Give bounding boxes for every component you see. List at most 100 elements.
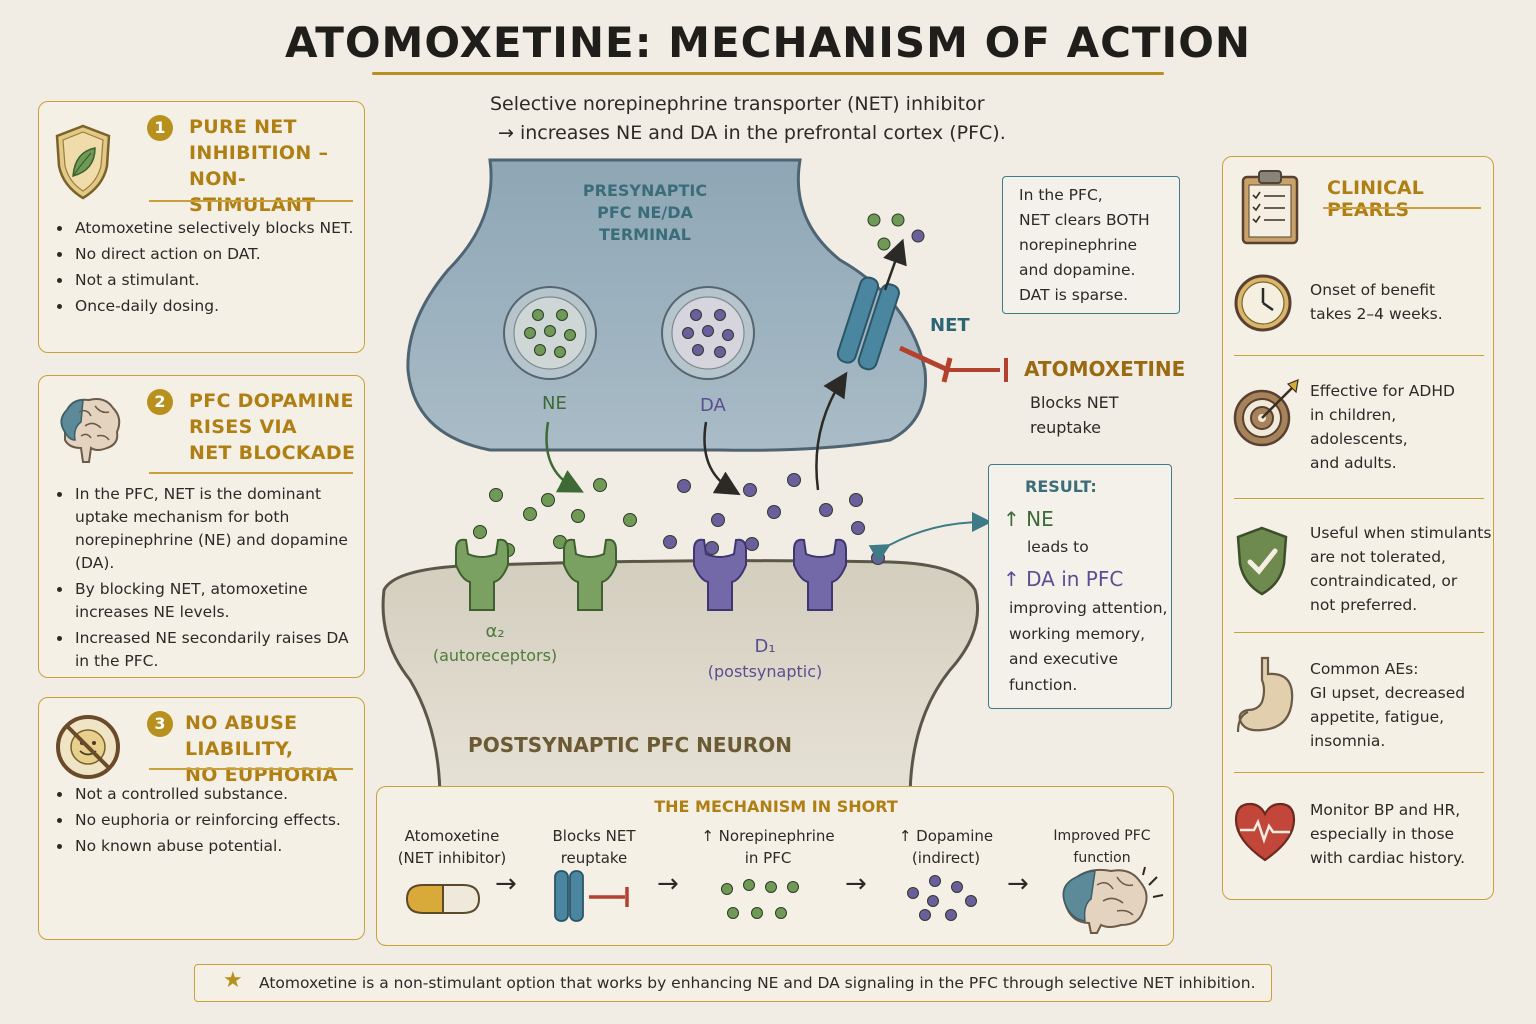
arrow-right-icon: → [1007, 869, 1029, 899]
ne-molecule [877, 237, 891, 251]
list-item: By blocking NET, atomoxetine increases N… [73, 578, 363, 624]
clock-icon [1234, 274, 1292, 332]
result-connector-arrow [868, 512, 992, 563]
reuptake-arrow [815, 371, 848, 491]
list-item: Not a stimulant. [73, 269, 363, 292]
ne-molecule [727, 907, 739, 919]
ne-molecule [775, 907, 787, 919]
step-3-label: ↑ Norepinephrine in PFC [701, 827, 835, 867]
da-label: DA [700, 395, 726, 416]
arrow-right-icon: → [495, 869, 517, 899]
ne-molecule [556, 309, 568, 321]
ne-molecule [544, 325, 556, 337]
ne-molecule [721, 883, 733, 895]
da-molecule [714, 309, 726, 321]
result-heading: RESULT: [1025, 477, 1097, 496]
brain-icon [1062, 866, 1164, 934]
da-molecule [745, 537, 759, 551]
panel-pure-net-inhibition: 1 PURE NET INHIBITION – NON-STIMULANT At… [38, 101, 365, 353]
da-molecule [722, 329, 734, 341]
panel-2-bullets: In the PFC, NET is the dominant uptake m… [55, 483, 363, 676]
da-vesicle-molecules [682, 309, 734, 358]
list-item: Once-daily dosing. [73, 295, 363, 318]
pearl-use-case: Useful when stimulants are not tolerated… [1310, 524, 1492, 614]
panel-2-title: PFC DOPAMINE RISES VIA NET BLOCKADE [189, 390, 356, 464]
da-molecule [929, 875, 941, 887]
clipboard-icon [1241, 170, 1299, 245]
step-2-label: Blocks NET reuptake [552, 827, 636, 867]
clinical-pearls-title: CLINICAL PEARLS [1327, 177, 1424, 221]
step-5-label: Improved PFC function [1053, 828, 1151, 866]
da-molecule [663, 535, 677, 549]
panel-3-bullets: Not a controlled substance. No euphoria … [55, 783, 363, 861]
page-title: ATOMOXETINE: MECHANISM OF ACTION [284, 18, 1252, 67]
da-molecule [849, 493, 863, 507]
da-molecule [711, 513, 725, 527]
list-item: No euphoria or reinforcing effects. [73, 809, 363, 832]
ne-molecule [891, 213, 905, 227]
subtitle: Selective norepinephrine transporter (NE… [490, 90, 1090, 148]
result-da: ↑ DA in PFC [1003, 567, 1124, 591]
panel-1-title: PURE NET INHIBITION – NON-STIMULANT [189, 116, 329, 216]
alpha2-receptor [455, 538, 509, 611]
da-molecule [714, 346, 726, 358]
postsynaptic-neuron [381, 559, 980, 800]
panel-1-bullets: Atomoxetine selectively blocks NET. No d… [55, 217, 363, 321]
stomach-icon [1236, 656, 1294, 733]
ne-molecule [571, 509, 585, 523]
list-item: No known abuse potential. [73, 835, 363, 858]
panel-number-3: 3 [147, 711, 173, 737]
list-item: In the PFC, NET is the dominant uptake m… [73, 483, 363, 575]
da-molecule [690, 309, 702, 321]
da-release-arrow [703, 421, 741, 496]
da-molecules-icon [907, 875, 977, 921]
ne-molecule [534, 344, 546, 356]
star-icon: ★ [223, 968, 243, 993]
da-molecule [767, 505, 781, 519]
pfc-note-box: In the PFC, NET clears BOTH norepinephri… [1002, 176, 1180, 314]
d1-receptor [793, 538, 847, 611]
brain-icon [60, 398, 121, 463]
panel-3-divider [149, 768, 353, 770]
da-molecule [787, 473, 801, 487]
pearl-divider [1234, 498, 1484, 499]
footer-summary: ★ Atomoxetine is a non-stimulant option … [194, 964, 1272, 1002]
da-molecule [965, 895, 977, 907]
d1-label: D₁ (postsynaptic) [707, 636, 823, 681]
da-molecule [702, 325, 714, 337]
result-ne: ↑ NE [1003, 507, 1054, 531]
panel-2-divider [149, 472, 353, 474]
ne-molecule [787, 881, 799, 893]
d1-receptor [693, 538, 747, 611]
da-molecule [692, 344, 704, 356]
panel-pfc-dopamine: 2 PFC DOPAMINE RISES VIA NET BLOCKADE In… [38, 375, 365, 678]
net-efflux-arrow [883, 238, 907, 291]
da-molecule [927, 895, 939, 907]
step-4-label: ↑ Dopamine (indirect) [898, 827, 994, 867]
ne-molecule [765, 881, 777, 893]
footer-text: Atomoxetine is a non-stimulant option th… [259, 974, 1256, 992]
capsule-icon [405, 884, 481, 914]
ne-molecule [593, 478, 607, 492]
result-box: RESULT: ↑ NE leads to ↑ DA in PFC improv… [988, 464, 1172, 709]
mechanism-heading: THE MECHANISM IN SHORT [654, 797, 898, 816]
subtitle-line-2: → increases NE and DA in the prefrontal … [498, 122, 1006, 144]
target-icon [1233, 379, 1299, 447]
title-underline [372, 72, 1164, 75]
receptors [455, 538, 847, 611]
net-label: NET [930, 315, 970, 336]
arrow-right-icon: → [657, 869, 679, 899]
da-molecule [871, 551, 885, 565]
mechanism-summary-panel: THE MECHANISM IN SHORT Atomoxetine (NET … [376, 786, 1174, 946]
da-molecule [919, 909, 931, 921]
da-molecule [705, 541, 719, 555]
shield-check-icon [1236, 526, 1288, 596]
pearl-divider [1234, 632, 1484, 633]
panel-1-divider [149, 200, 353, 202]
ne-molecule [524, 327, 536, 339]
alpha2-label: α₂ (autoreceptors) [432, 621, 558, 665]
ne-molecule [751, 907, 763, 919]
panel-3-title: NO ABUSE LIABILITY, NO EUPHORIA [185, 712, 338, 786]
list-item: Increased NE secondarily raises DA in th… [73, 627, 363, 673]
da-molecule [743, 483, 757, 497]
